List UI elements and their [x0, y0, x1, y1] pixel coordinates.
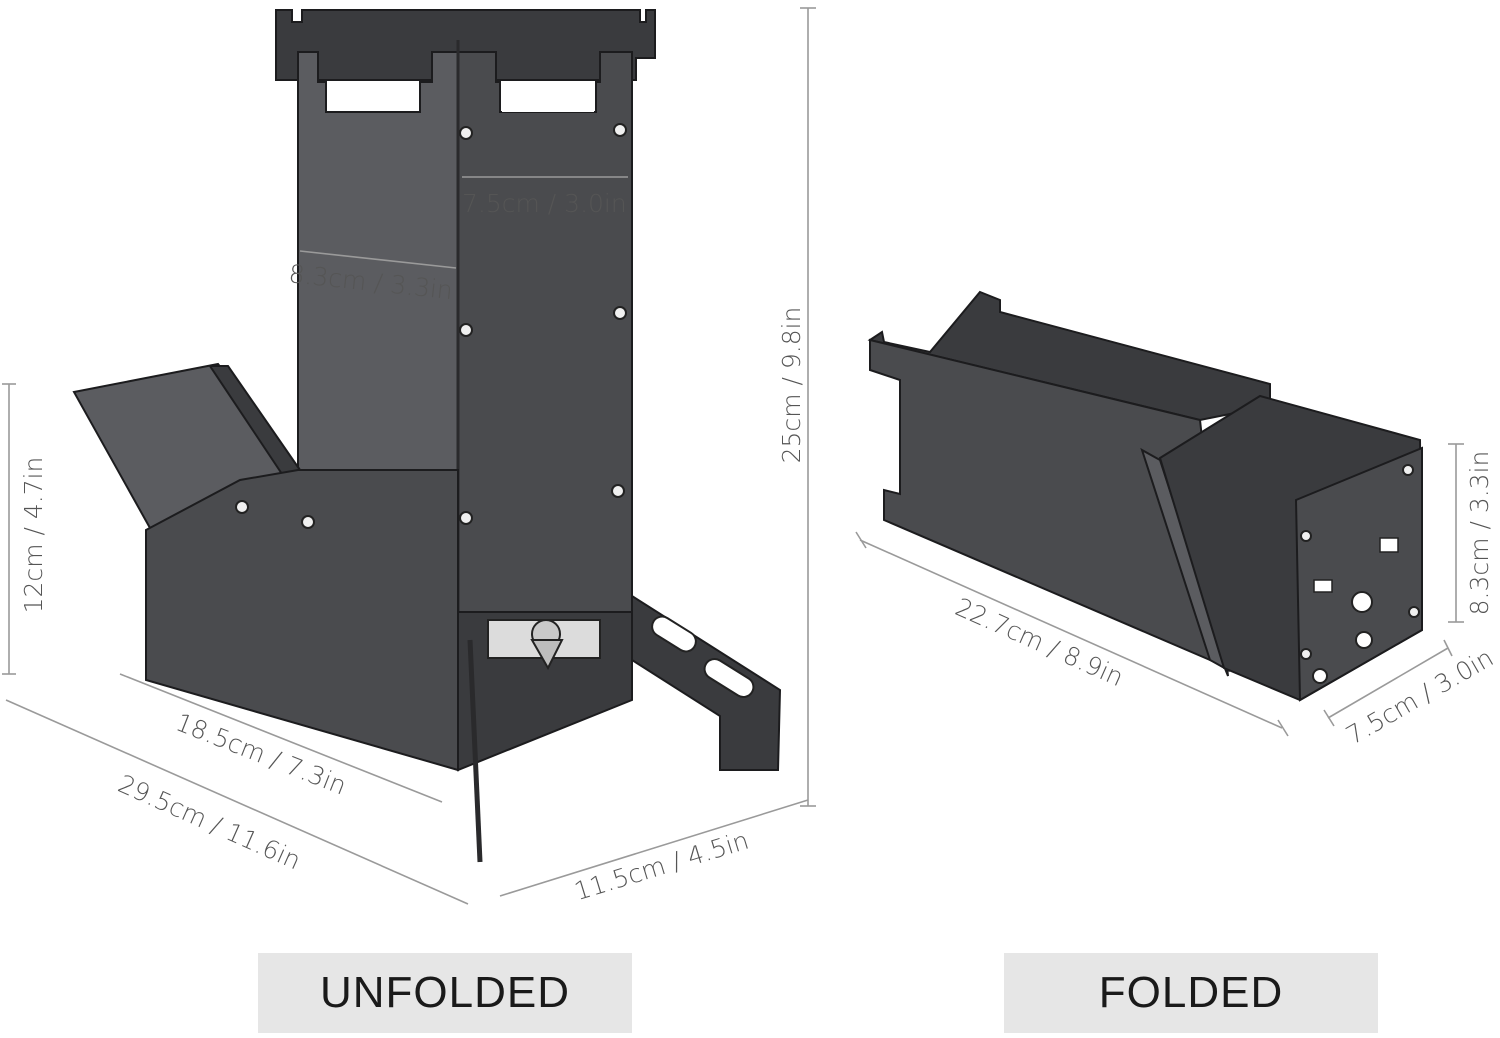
folded-label-text: FOLDED: [1098, 968, 1284, 1017]
unfolded-label: UNFOLDED: [258, 953, 632, 1033]
folded-stove-illustration: [867, 290, 1424, 702]
dimension-lines: [2, 7, 1464, 905]
unfolded-stove-illustration: [72, 9, 782, 863]
dim-folded-height: 8.3cm / 3.3in: [1465, 451, 1494, 616]
dim-top-inner-width: 7.5cm / 3.0in: [462, 189, 627, 218]
dim-total-length: 29.5cm / 11.6in: [114, 769, 305, 875]
dim-total-height: 25cm / 9.8in: [777, 307, 806, 464]
folded-label: FOLDED: [1004, 953, 1378, 1033]
unfolded-label-text: UNFOLDED: [319, 968, 571, 1017]
dim-feed-height: 12cm / 4.7in: [19, 457, 48, 614]
